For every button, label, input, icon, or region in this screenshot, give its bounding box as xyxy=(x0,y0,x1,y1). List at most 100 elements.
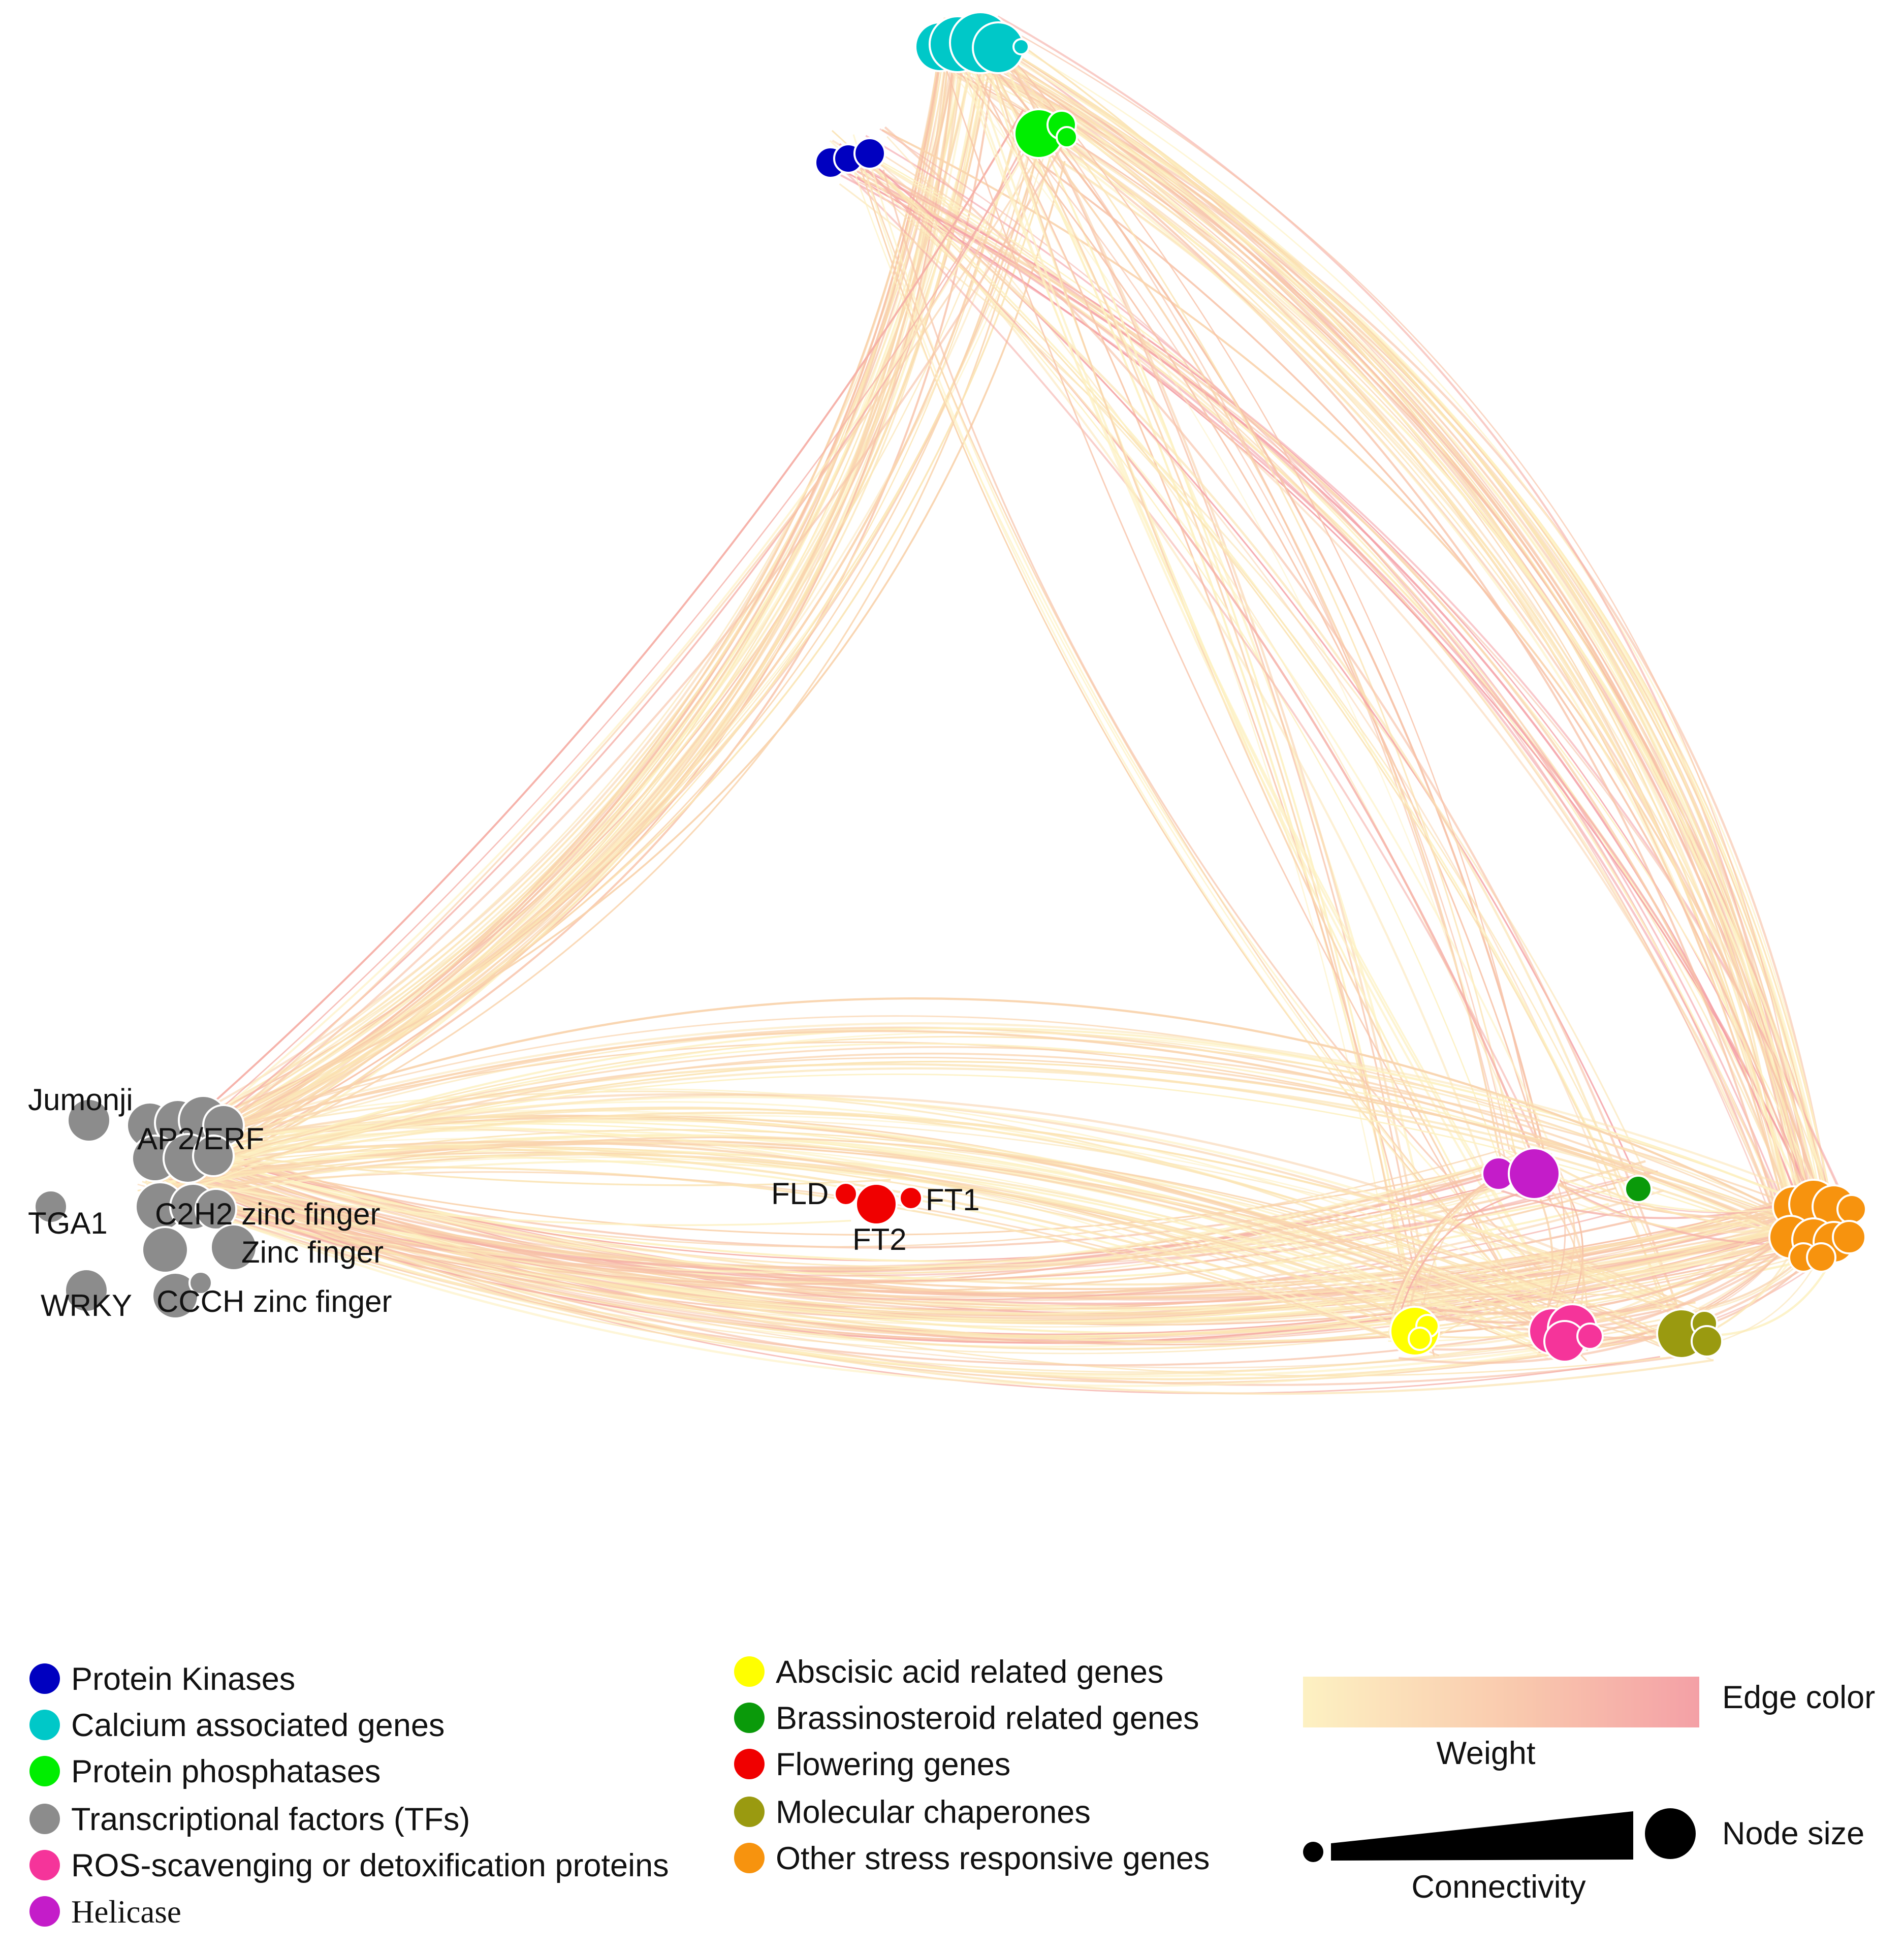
node-cluster-flowering xyxy=(834,1182,923,1225)
network-edge xyxy=(178,1141,1546,1354)
network-edge xyxy=(865,135,1786,1210)
network-edge xyxy=(977,31,1812,1208)
network-edge xyxy=(999,47,1517,1156)
network-edge xyxy=(832,139,1794,1228)
svg-text:Abscisic acid related genes: Abscisic acid related genes xyxy=(776,1654,1163,1690)
network-edge xyxy=(957,76,1785,1199)
node-labels: Jumonji AP2/ERF TGA1 C2H2 zinc finger Zi… xyxy=(28,1083,980,1323)
legend-swatch xyxy=(29,1663,60,1694)
network-edge xyxy=(197,1180,1826,1325)
network-edge xyxy=(967,54,1435,1357)
node-cluster-chaperone xyxy=(1656,1308,1723,1359)
gene-node xyxy=(1012,38,1030,55)
network-edge xyxy=(884,126,1683,1320)
network-edge xyxy=(1029,111,1835,1214)
legend-swatch xyxy=(734,1749,765,1779)
network-edge xyxy=(1501,1189,1796,1219)
network-edge xyxy=(140,133,1044,1155)
svg-text:Calcium associated genes: Calcium associated genes xyxy=(71,1708,445,1743)
network-edge xyxy=(181,1160,1646,1271)
network-edge xyxy=(137,1153,1445,1315)
network-edge xyxy=(171,1145,1426,1321)
legend-item-helicase: Helicase xyxy=(29,1894,181,1930)
network-edge xyxy=(150,1119,1592,1336)
network-edge xyxy=(148,61,955,1179)
node-cluster-tf xyxy=(34,1095,258,1319)
gene-node xyxy=(1691,1325,1723,1358)
legend-node-size: Node size Connectivity xyxy=(1303,1808,1864,1905)
gene-node xyxy=(1806,1242,1836,1273)
svg-text:ROS-scavenging or detoxificati: ROS-scavenging or detoxification protein… xyxy=(71,1848,669,1883)
network-edge xyxy=(173,118,1062,1169)
node-cluster-calcium xyxy=(914,11,1030,74)
gene-node xyxy=(188,1271,213,1295)
network-edge xyxy=(173,143,1056,1148)
network-edge xyxy=(879,128,1786,1254)
network-edge xyxy=(1395,1190,1529,1328)
label-wrky: WRKY xyxy=(41,1288,132,1323)
legend-edge-color: Edge color Weight xyxy=(1303,1677,1875,1771)
network-edge xyxy=(852,134,1554,1333)
network-edge xyxy=(153,59,949,1175)
network-edge xyxy=(968,42,1807,1206)
network-edge xyxy=(857,144,1613,1200)
network-edge xyxy=(166,116,1046,1156)
network-edge xyxy=(984,72,1786,1248)
network-edge xyxy=(158,72,946,1160)
legend-swatch xyxy=(734,1656,765,1687)
network-edge xyxy=(184,1149,1676,1377)
gene-node xyxy=(834,1182,858,1206)
network-edge xyxy=(942,60,1545,1340)
network-edge xyxy=(167,46,958,1142)
network-edge xyxy=(183,997,1793,1218)
network-edge xyxy=(138,58,984,1148)
legend: Protein Kinases Calcium associated genes… xyxy=(29,1654,1875,1930)
large-node-icon xyxy=(1645,1808,1696,1859)
network-edge xyxy=(156,1169,1661,1394)
network-edge xyxy=(188,1179,1670,1384)
gene-node xyxy=(1056,126,1078,148)
network-edge xyxy=(180,1194,1706,1377)
legend-left-column: Protein Kinases Calcium associated genes… xyxy=(29,1661,669,1930)
network-edge xyxy=(158,1155,1392,1337)
gene-node xyxy=(195,1188,237,1231)
svg-text:Brassinosteroid related genes: Brassinosteroid related genes xyxy=(776,1701,1199,1736)
legend-swatch xyxy=(734,1797,765,1827)
svg-text:Flowering genes: Flowering genes xyxy=(776,1747,1010,1782)
network-edge xyxy=(181,1046,1800,1209)
gene-node xyxy=(899,1186,923,1210)
gene-node xyxy=(1832,1220,1866,1254)
network-edge xyxy=(166,47,965,1154)
gene-node xyxy=(64,1268,109,1313)
connectivity-wedge xyxy=(1331,1811,1633,1861)
network-edge xyxy=(140,76,962,1160)
network-edge xyxy=(176,1163,1515,1285)
network-edge xyxy=(981,66,1447,1316)
gene-node xyxy=(141,1226,189,1274)
network-edge xyxy=(147,161,1066,1140)
network-edge xyxy=(185,1057,1789,1221)
legend-swatch xyxy=(29,1710,60,1740)
legend-item-brassinosteroid: Brassinosteroid related genes xyxy=(734,1701,1199,1736)
legend-item-calcium: Calcium associated genes xyxy=(29,1708,445,1743)
network-edge xyxy=(968,22,1416,1348)
node-size-title: Node size xyxy=(1722,1816,1864,1851)
network-edge xyxy=(147,17,946,1142)
legend-item-ros: ROS-scavenging or detoxification protein… xyxy=(29,1848,669,1883)
node-layer xyxy=(34,11,1867,1363)
label-ft1: FT1 xyxy=(926,1183,980,1217)
network-edge xyxy=(174,1173,1680,1386)
network-edge xyxy=(853,171,1682,1315)
label-jumonji: Jumonji xyxy=(28,1083,133,1117)
svg-text:Other stress responsive genes: Other stress responsive genes xyxy=(776,1841,1210,1876)
network-edge xyxy=(181,131,1016,1158)
legend-item-tfs: Transcriptional factors (TFs) xyxy=(29,1802,470,1837)
network-edge xyxy=(164,21,968,1192)
network-edge xyxy=(155,132,1042,1189)
network-edge xyxy=(985,26,1538,1145)
node-cluster-stress xyxy=(1768,1179,1867,1273)
network-edge xyxy=(839,183,1652,1186)
network-edge xyxy=(181,1171,1440,1357)
